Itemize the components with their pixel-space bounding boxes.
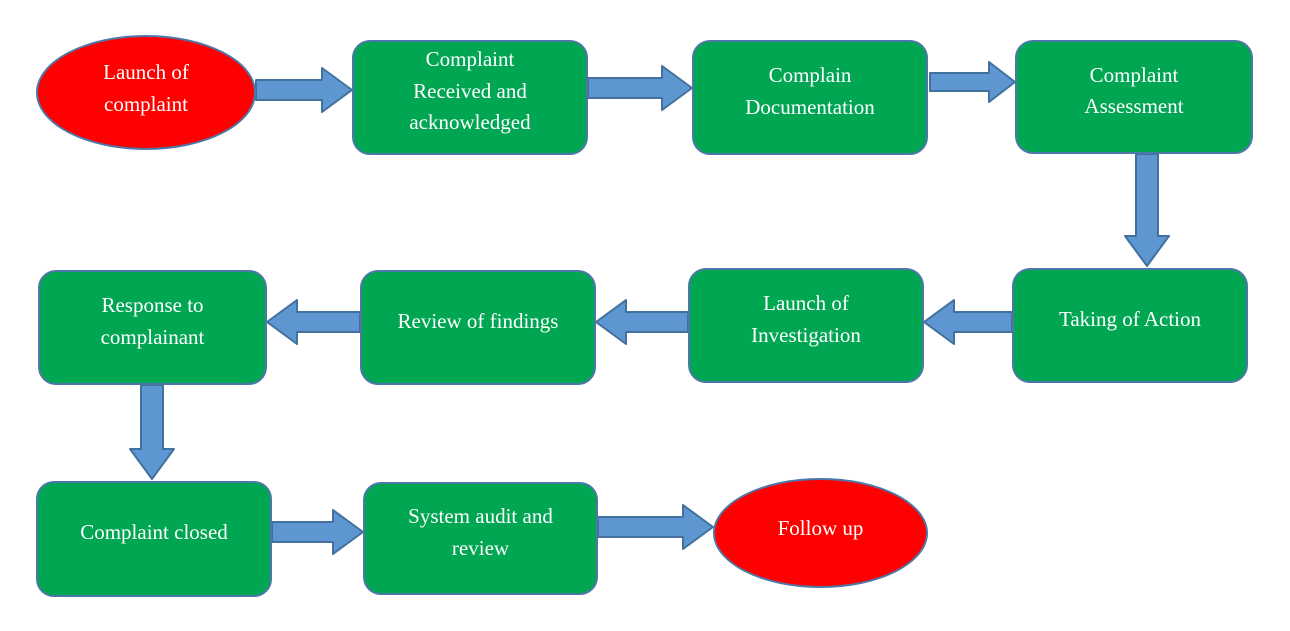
node-complaint-assessment: Complaint Assessment: [1015, 40, 1253, 154]
arrow-taking-action-to-investigation-icon: [923, 299, 1013, 345]
arrow-received-to-documentation-icon: [587, 65, 693, 111]
node-complaint-received-and-acknowledged: Complaint Received and acknowledged: [352, 40, 588, 155]
node-label: Complain Documentation: [745, 63, 875, 119]
node-launch-of-complaint: Launch of complaint: [36, 35, 256, 150]
node-label: Review of findings: [397, 308, 559, 333]
node-review-of-findings: Review of findings: [360, 270, 596, 385]
node-response-to-complainant: Response to complainant: [38, 270, 267, 385]
arrow-response-to-closed-icon: [129, 384, 175, 480]
node-taking-of-action: Taking of Action: [1012, 268, 1248, 383]
arrow-investigation-to-review-icon: [595, 299, 689, 345]
node-label: Response to complainant: [100, 293, 205, 349]
node-system-audit-and-review: System audit and review: [363, 482, 598, 595]
node-label: Taking of Action: [1058, 306, 1201, 331]
node-label: Follow up: [777, 516, 864, 541]
arrow-launch-to-received-icon: [255, 67, 353, 113]
node-label: System audit and review: [408, 504, 553, 560]
node-complain-documentation: Complain Documentation: [692, 40, 928, 155]
node-complaint-closed: Complaint closed: [36, 481, 272, 597]
arrow-audit-to-followup-icon: [597, 504, 714, 550]
arrow-closed-to-audit-icon: [271, 509, 364, 555]
node-label: Complaint Assessment: [1084, 62, 1184, 119]
arrow-documentation-to-assessment-icon: [929, 61, 1016, 103]
node-launch-of-investigation: Launch of Investigation: [688, 268, 924, 383]
node-label: Complaint closed: [80, 520, 228, 545]
arrow-assessment-to-taking-action-icon: [1124, 153, 1170, 267]
arrow-review-to-response-icon: [266, 299, 361, 345]
node-label: Complaint Received and acknowledged: [409, 47, 531, 135]
node-label: Launch of Investigation: [751, 291, 861, 347]
node-label: Launch of complaint: [103, 60, 189, 116]
node-follow-up: Follow up: [713, 478, 928, 588]
